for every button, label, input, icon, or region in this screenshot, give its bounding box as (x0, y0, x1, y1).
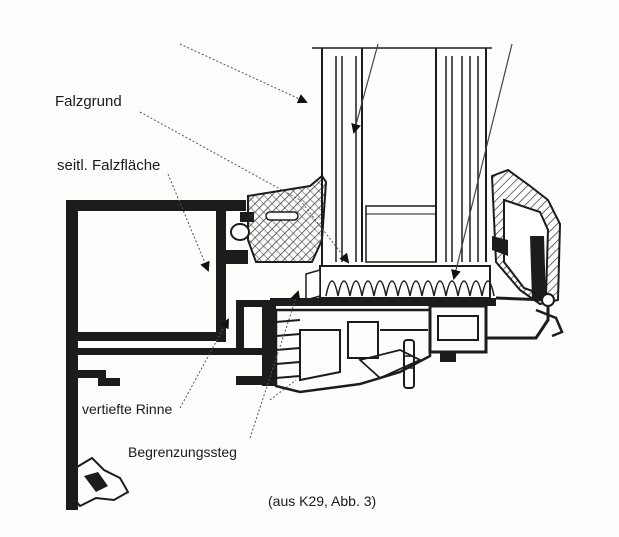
source-caption: (aus K29, Abb. 3) (268, 493, 377, 509)
leader-lines (139, 43, 513, 439)
setting-block (305, 265, 495, 301)
label-falzgrund: Falzgrund (55, 93, 122, 110)
sash-profile (262, 296, 550, 394)
glazing-bead-right (490, 168, 564, 338)
outer-frame-profile (66, 200, 276, 510)
label-seitliche-falzflaeche: seitl. Falzfläche (57, 157, 161, 174)
glass-panes (312, 47, 492, 268)
glazing-gasket-left (230, 174, 328, 263)
label-vertiefte-rinne: vertiefte Rinne (82, 401, 173, 417)
label-begrenzungssteg: Begrenzungssteg (128, 444, 237, 460)
